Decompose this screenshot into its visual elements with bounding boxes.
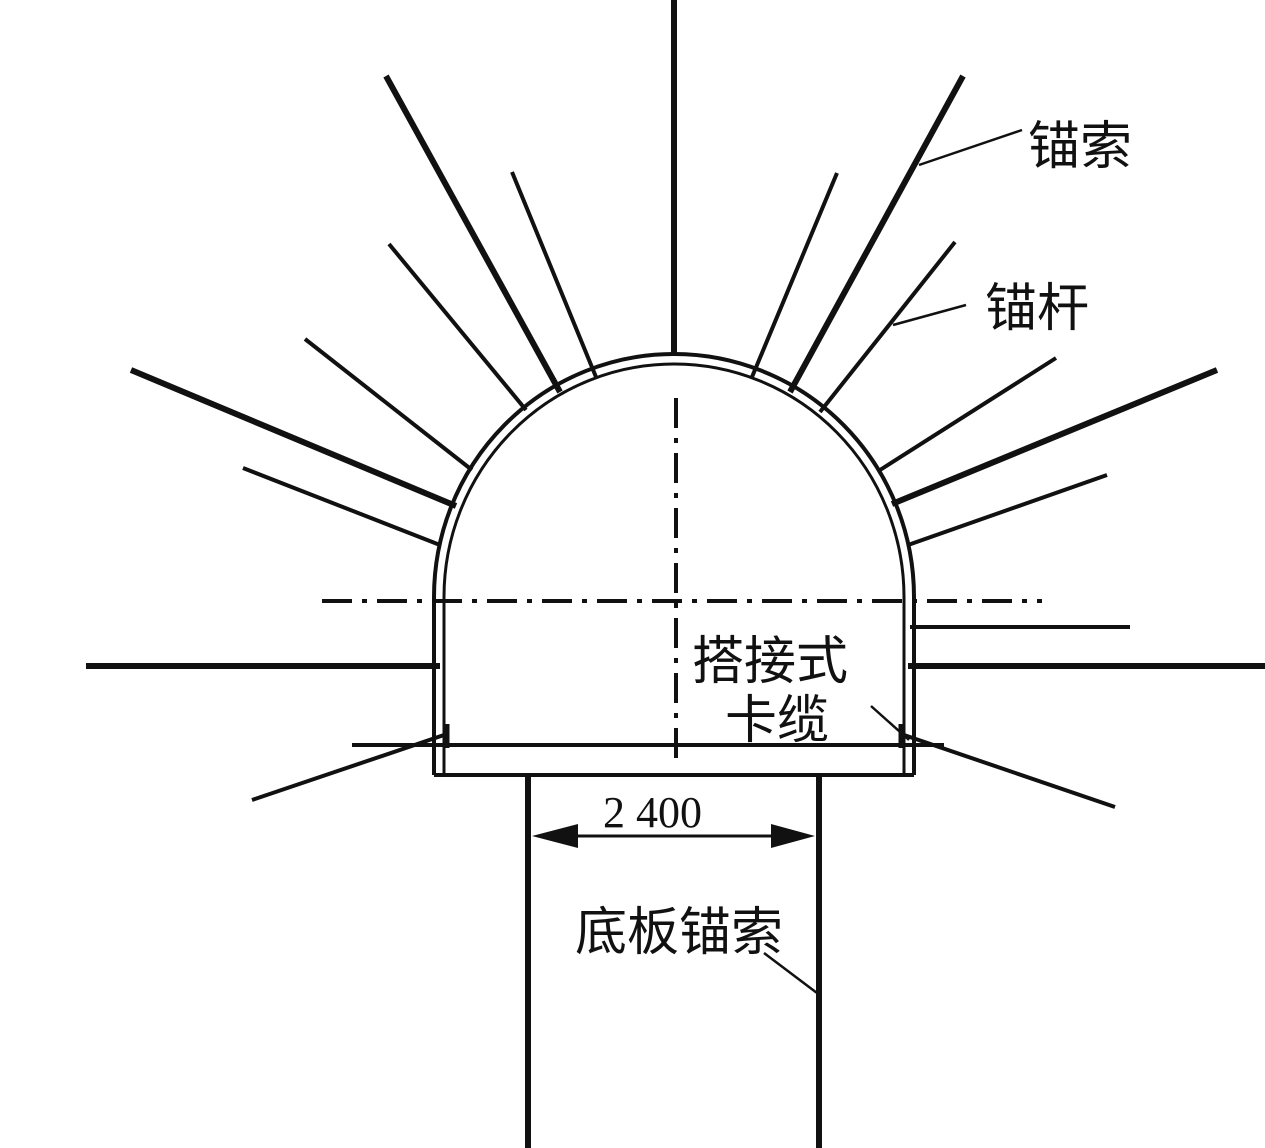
lap-clamp-label-line2: 卡缆: [725, 691, 830, 751]
anchor-bolt-label: 锚杆: [985, 279, 1090, 339]
anchor-cable-label: 锚索: [1028, 117, 1133, 177]
anchor-cable: [129, 367, 458, 509]
leader-anchor-bolt: [892, 303, 967, 327]
floor-anchor-cable-label: 底板锚索: [575, 903, 784, 963]
anchor-cable: [787, 74, 966, 394]
anchor-bolt: [242, 466, 441, 547]
leader-anchor-cable: [918, 128, 1023, 167]
arrow-right-icon: [771, 824, 815, 848]
lap-clamp-label-line1: 搭接式: [692, 632, 849, 692]
anchor-bolt: [878, 356, 1058, 472]
leader-lap-clamp: [870, 705, 910, 741]
anchor-bolts: [242, 171, 1130, 809]
dimension-label: 2 400: [603, 788, 702, 837]
anchor-bolt: [251, 733, 445, 802]
anchor-bolt: [303, 337, 474, 472]
floor-anchor-cables: [525, 775, 822, 1148]
anchor-cable: [890, 367, 1219, 507]
anchor-cable: [383, 74, 563, 394]
anchor-bolt: [750, 172, 839, 378]
arrow-left-icon: [532, 824, 578, 848]
anchor-bolt: [387, 242, 528, 412]
leader-lines: [763, 128, 1023, 994]
anchor-bolt: [510, 171, 598, 378]
dimension-line: [532, 824, 815, 848]
anchor-cables: [86, 0, 1265, 669]
leader-floor-anchor-cable: [763, 952, 818, 994]
anchor-bolt: [907, 473, 1108, 547]
anchor-bolt: [818, 240, 957, 414]
anchor-bolt: [903, 733, 1116, 809]
